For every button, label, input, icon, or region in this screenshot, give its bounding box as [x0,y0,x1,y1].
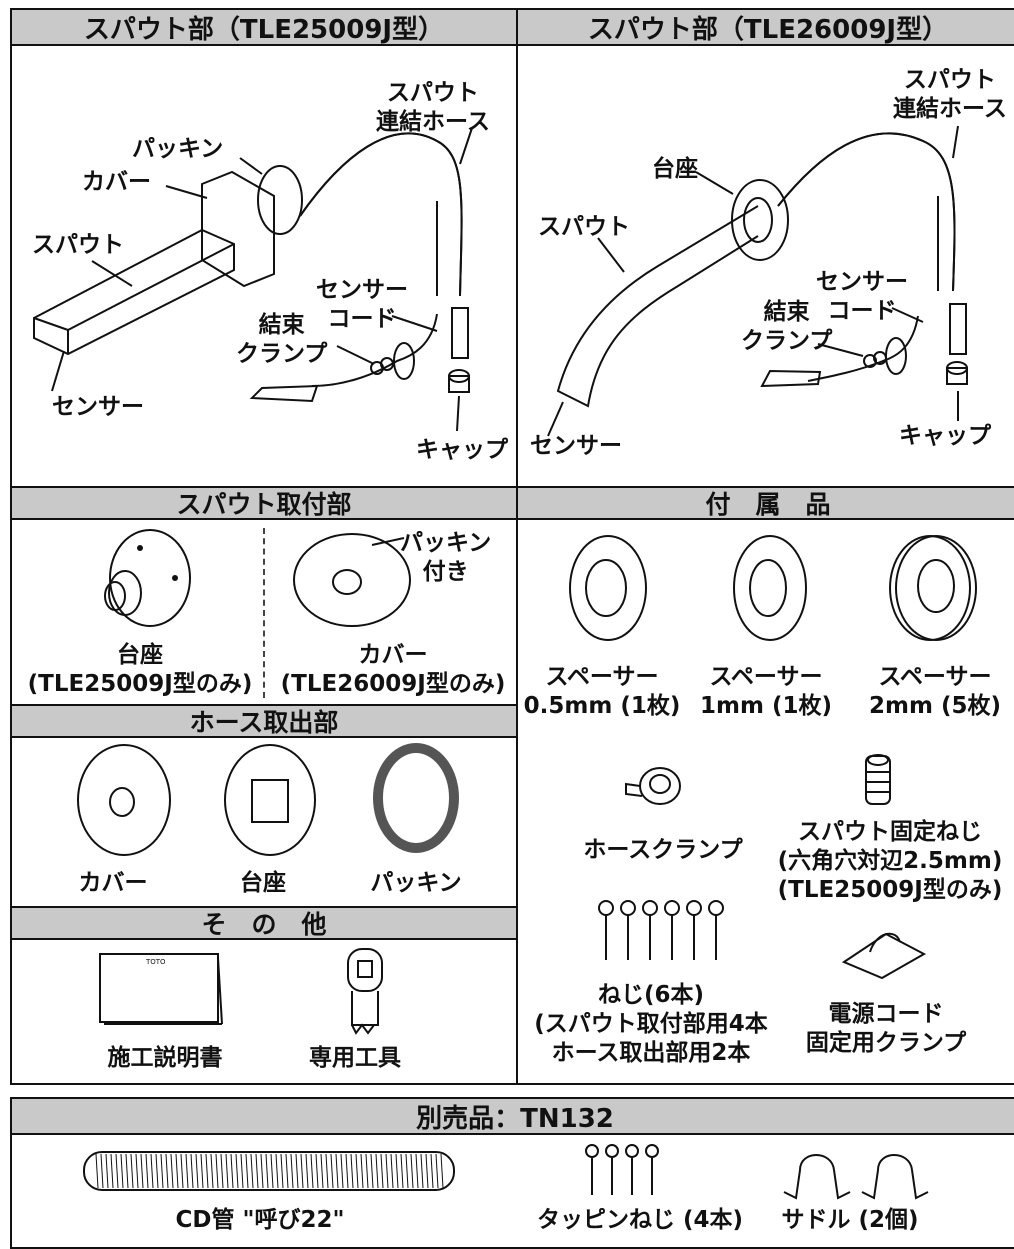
spacer-05-label: スペーサー 0.5mm (1枚) [523,664,681,719]
spout-b-cap-label: キャップ [899,423,991,449]
spout-a-illustration [33,127,473,432]
spout-b-cord-label: センサー コード [816,269,908,324]
section-title-accessories: 付 属 品 [518,488,1014,520]
hose-out-illustration [77,743,459,856]
mount-base-illustration [104,529,191,627]
divider [10,486,1014,488]
section-title-other: そ の 他 [12,908,516,940]
hose-out-base-label: 台座 [240,870,286,896]
section-title-mount: スパウト取付部 [12,488,516,520]
screws-illustration [598,900,724,960]
mount-packing-note: パッキン 付き [400,530,492,585]
vertical-divider [516,8,518,1085]
cord-clamp-label: 電源コード 固定用クランプ [805,1001,967,1056]
spout-a-sensor-label: センサー [52,394,144,420]
cd-pipe-label: CD管 "呼び22" [175,1207,345,1233]
section-title-hose-out: ホース取出部 [12,706,516,738]
spout-a-spout-label: スパウト [32,232,124,258]
divider [10,906,518,908]
hose-out-packing-label: パッキン [370,870,462,896]
mount-cover-label: カバー (TLE26009J型のみ) [280,642,506,697]
spacers-illustration [569,535,977,641]
spout-b-sensor-label: センサー [530,433,622,459]
spout-b-base-label: 台座 [652,156,698,182]
spacer-2-label: スペーサー 2mm (5枚) [869,664,1001,719]
manual-illustration [99,953,223,1025]
mount-divider [263,528,265,698]
hose-clamp-illustration [625,767,681,805]
tapping-screws-label: タッピンねじ (4本) [536,1207,744,1233]
tool-illustration [347,948,383,1035]
saddle-label: サドル (2個) [781,1207,919,1233]
spout-b-hose-label: スパウト 連結ホース [893,67,1007,122]
mount-base-label: 台座 (TLE25009J型のみ) [27,642,253,697]
cord-clamp-illustration [841,932,927,980]
mount-cover-illustration [293,533,411,627]
spacer-1-label: スペーサー 1mm (1枚) [700,664,832,719]
spout-b-clamp-label: 結束 クランプ [741,299,833,354]
spout-a-packing-label: パッキン [132,136,224,162]
divider [10,704,518,706]
hose-clamp-label: ホースクランプ [583,837,743,863]
hose-out-cover-label: カバー [78,870,148,896]
screws-label: ねじ(6本) (スパウト取付部用4本 ホース取出部用2本 [534,982,768,1066]
manual-logo: TOTO [146,958,166,966]
section-title-spout-b: スパウト部（TLE26009J型） [518,10,1014,46]
manual-label: 施工説明書 [107,1045,223,1071]
section-title-spout-a: スパウト部（TLE25009J型） [12,10,516,46]
spout-a-cord-label: センサー コード [316,277,408,332]
saddle-illustration [783,1154,929,1200]
spout-a-cover-label: カバー [82,169,151,195]
spout-b-illustration [547,125,968,437]
spout-a-hose-label: スパウト 連結ホース [376,80,490,135]
tool-label: 専用工具 [309,1045,401,1071]
tapping-screws-illustration [585,1144,659,1195]
spout-a-clamp-label: 結束 クランプ [236,312,328,367]
section-title-sold-separately: 別売品：TN132 [12,1099,1014,1135]
set-screw-illustration [865,754,891,805]
parts-panel [10,8,1014,1085]
spout-a-cap-label: キャップ [416,437,508,463]
cd-pipe-illustration [83,1151,455,1191]
set-screw-label: スパウト固定ねじ (六角穴対辺2.5mm) (TLE25009J型のみ) [777,819,1003,903]
spout-b-spout-label: スパウト [538,214,630,240]
